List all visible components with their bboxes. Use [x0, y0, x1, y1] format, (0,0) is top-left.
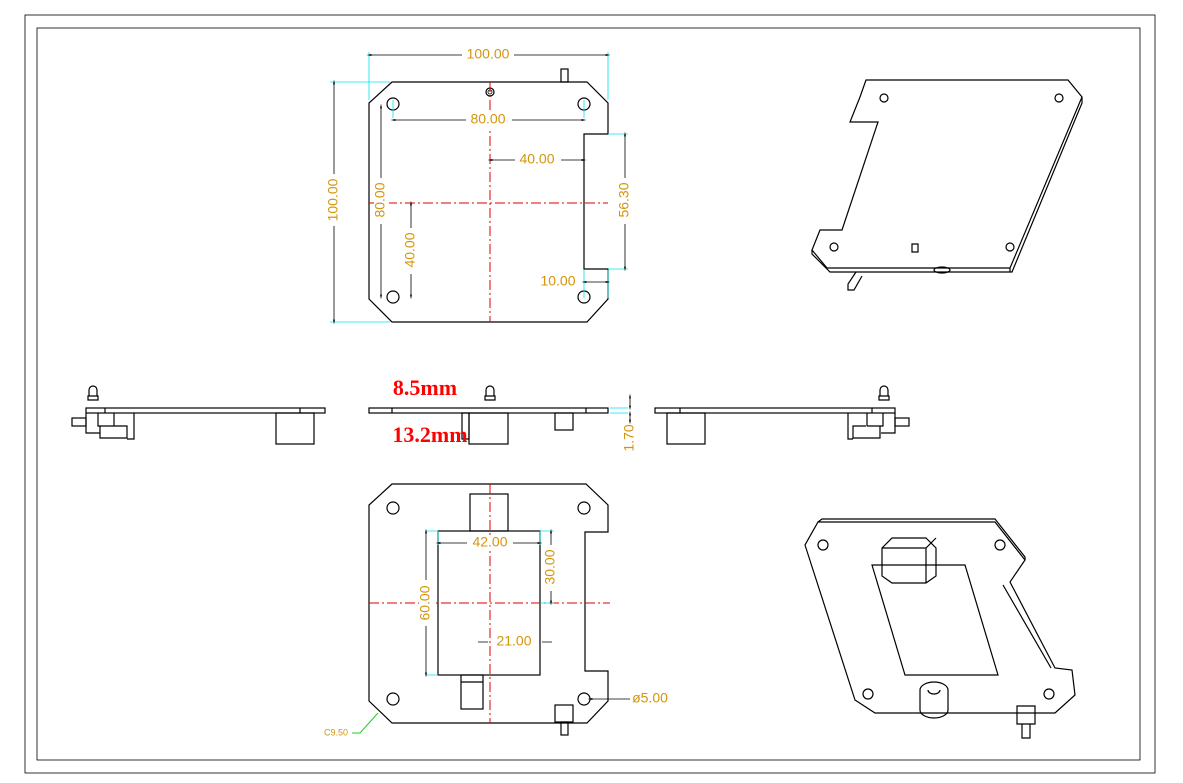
dim-hole-diameter: ø5.00: [632, 690, 668, 706]
dim-module-half-width: 21.00: [496, 633, 531, 649]
top-height-label: 8.5mm: [393, 375, 457, 400]
side-view-right: [654, 385, 910, 445]
module: [437, 530, 541, 676]
isometric-top: [811, 79, 1083, 291]
bottom-height-label: 13.2mm: [392, 422, 467, 447]
plate-outline: [368, 483, 609, 724]
dim-thickness: 1.70: [621, 424, 637, 451]
dim-center-to-hole-y: 40.00: [402, 232, 418, 267]
dim-module-half-height: 30.00: [542, 549, 558, 584]
top-view: 100.00 100.00 80.00 40.00 56.30 10.00 80…: [325, 46, 633, 325]
inner-frame: [36, 27, 1141, 761]
dim-module-height: 60.00: [417, 585, 433, 620]
dim-overall-width: 100.00: [467, 46, 510, 62]
dim-center-to-notch: 40.00: [519, 151, 554, 167]
mount-hole: [386, 290, 400, 304]
dim-overall-height: 100.00: [325, 178, 341, 221]
outer-frame: [24, 14, 1156, 774]
dim-chamfer: C9.50: [324, 727, 348, 737]
side-view-front: 1.70 8.5mm 13.2mm: [368, 375, 637, 452]
isometric-bottom: [804, 518, 1076, 739]
bottom-view: 42.00 30.00 60.00 21.00 ø5.00 C9.50: [324, 483, 668, 737]
dim-notch-length: 56.30: [616, 182, 632, 217]
dim-notch-depth: 10.00: [540, 273, 575, 289]
dim-hole-spacing-y: 80.00: [372, 182, 388, 217]
dim-hole-spacing-x: 80.00: [470, 111, 505, 127]
pin: [560, 68, 569, 83]
connector: [469, 493, 509, 532]
side-view-left: [71, 385, 326, 445]
dim-module-width: 42.00: [472, 534, 507, 550]
